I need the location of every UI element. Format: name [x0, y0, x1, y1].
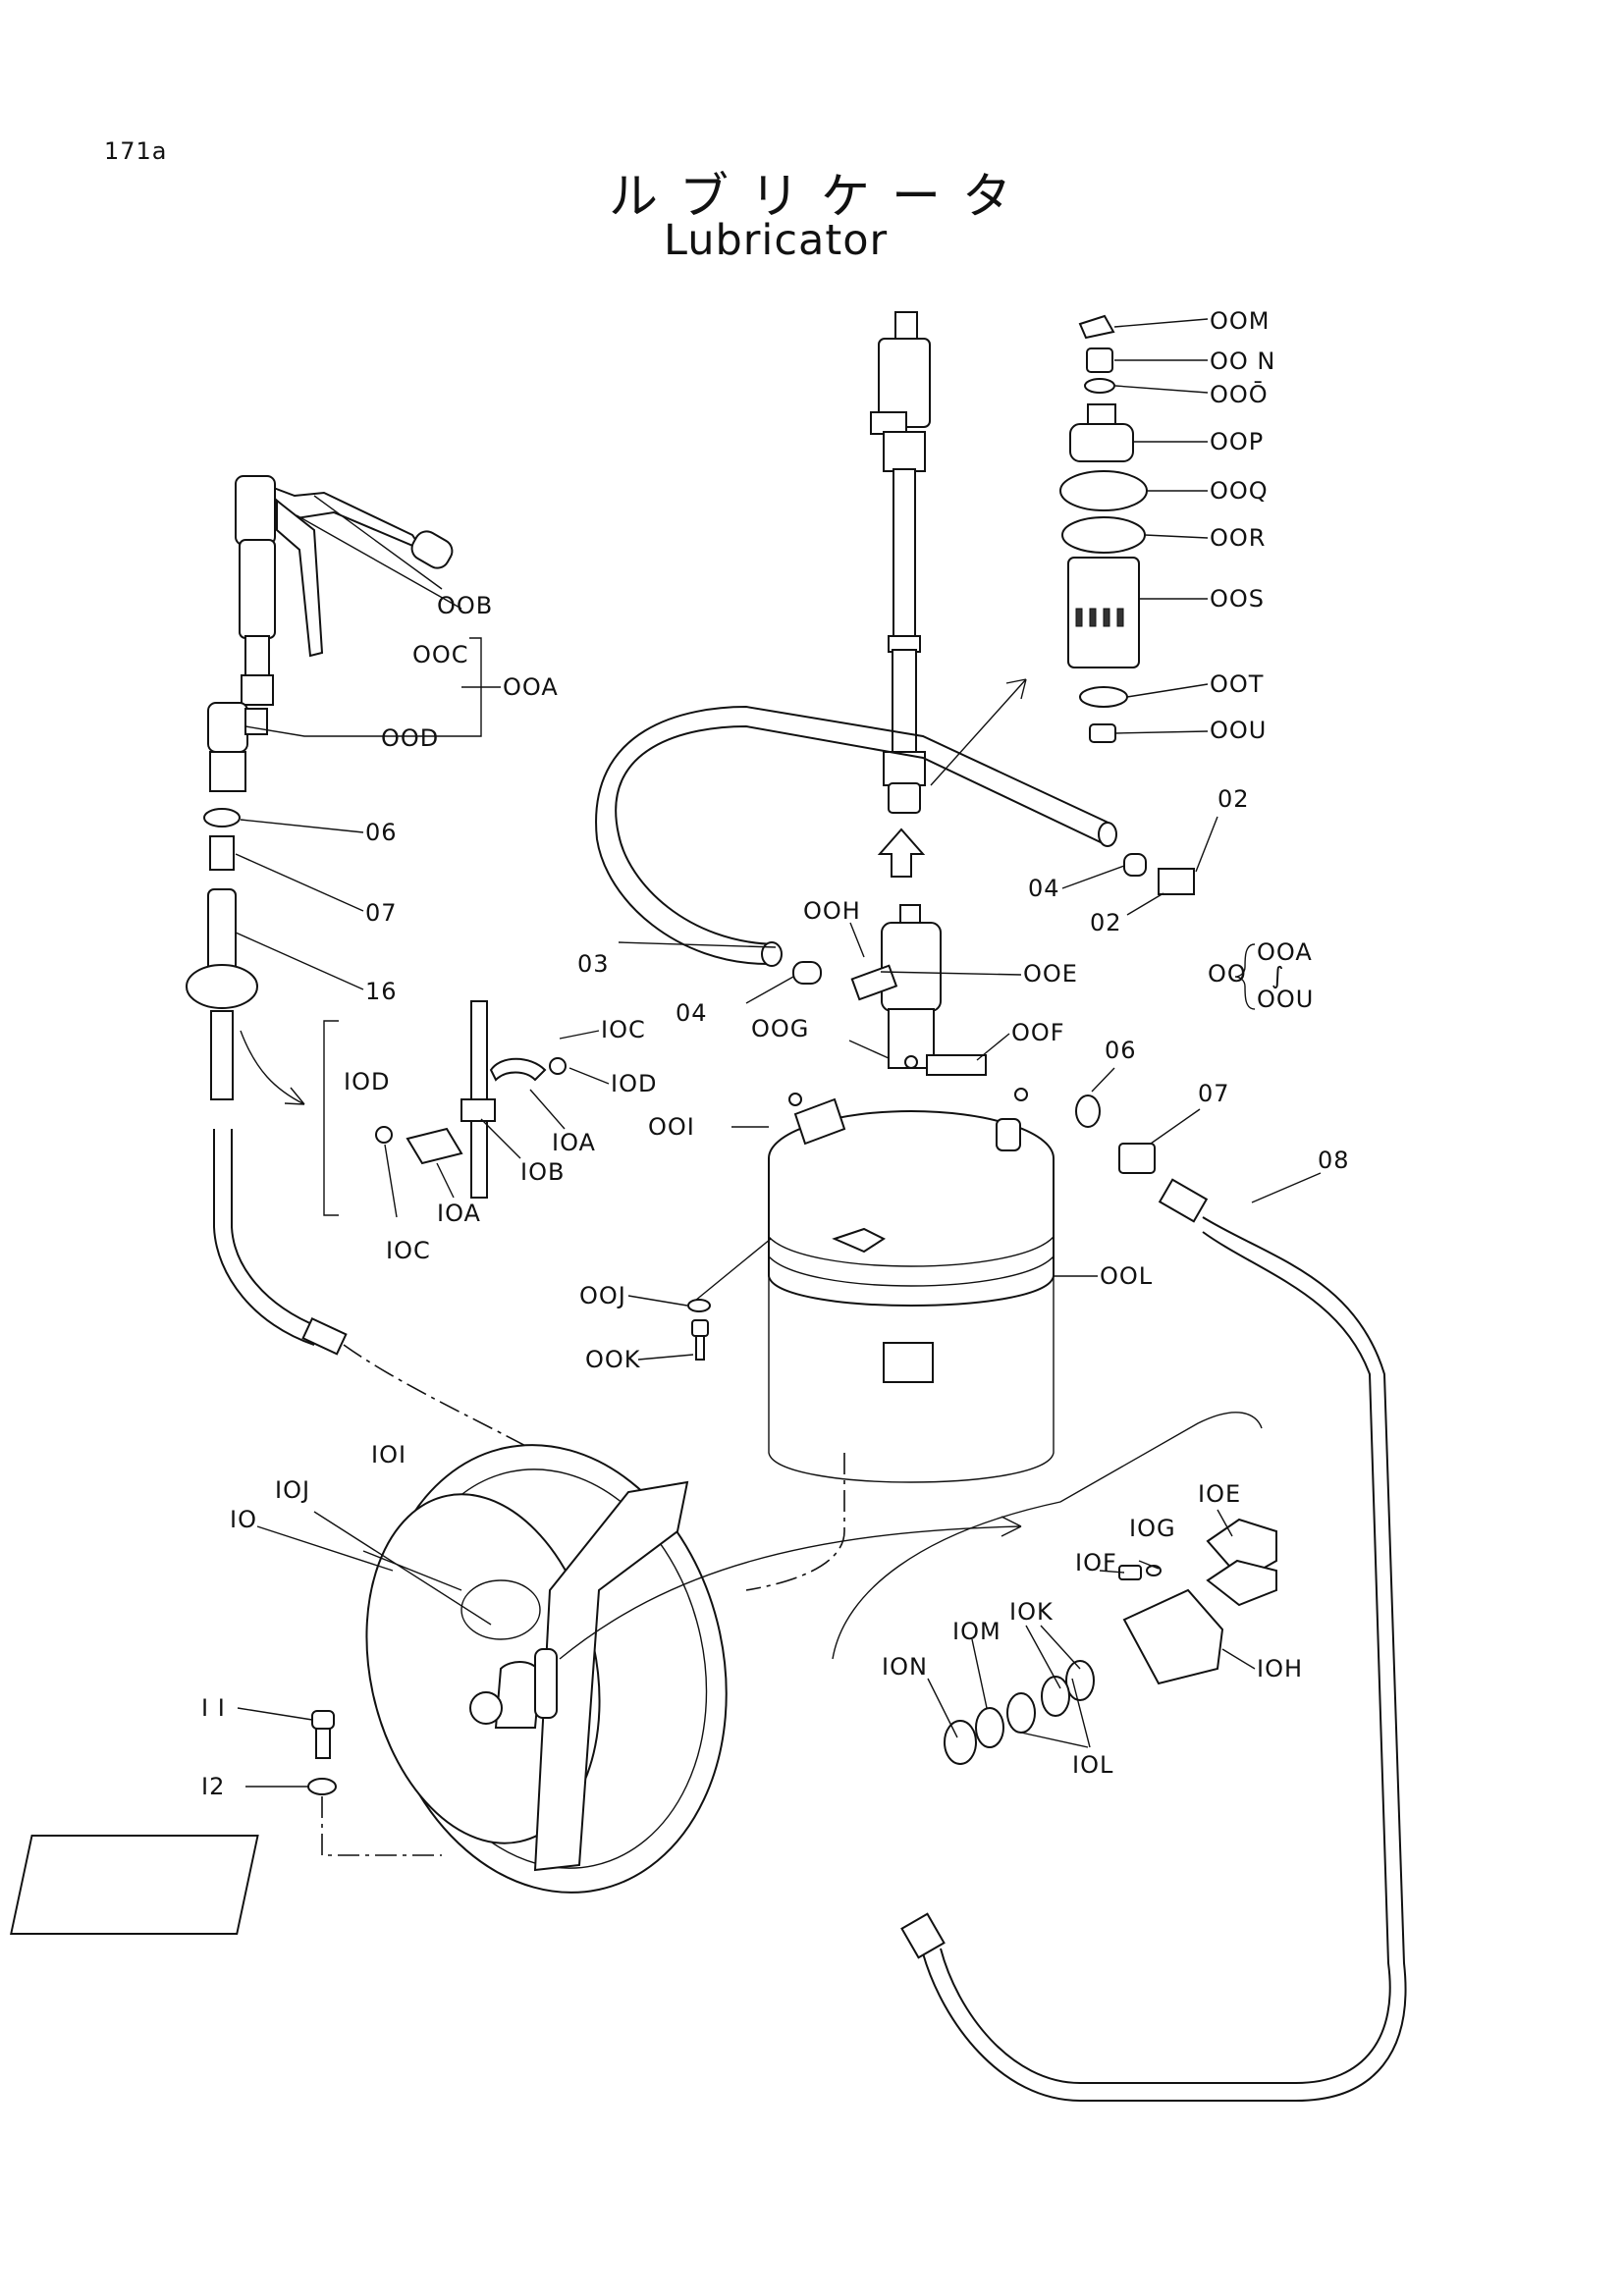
filter-stack	[1059, 314, 1148, 743]
clamp-bracket	[323, 1020, 339, 1216]
pump-rod-assembly	[870, 311, 931, 814]
callout-04-lower: 04	[676, 999, 708, 1027]
hose-03	[615, 724, 1106, 945]
callout-10D-left: IOD	[344, 1068, 390, 1095]
clamp-04-lower	[792, 961, 822, 985]
expand-arrow	[930, 678, 1027, 786]
callout-00J: OOJ	[579, 1282, 626, 1309]
callout-10B: IOB	[520, 1158, 565, 1186]
callout-00G: OOG	[751, 1015, 809, 1042]
callout-07-left: 07	[365, 899, 398, 927]
callout-00F: OOF	[1011, 1019, 1065, 1046]
callout-00D: OOD	[381, 724, 439, 752]
assembly-note-from: OOA	[1257, 938, 1313, 966]
callout-06-right: 06	[1105, 1037, 1137, 1064]
seal-06-right	[1075, 1095, 1101, 1128]
callout-07-right: 07	[1198, 1080, 1230, 1107]
callout-10J: IOJ	[275, 1476, 310, 1504]
callout-03: 03	[577, 950, 610, 978]
callout-10C-lower: IOC	[386, 1237, 431, 1264]
assembly-note-range: ∫	[1271, 962, 1285, 989]
callout-10G: IOG	[1129, 1515, 1176, 1542]
callout-10L: IOL	[1072, 1751, 1113, 1779]
adapter-07-right	[1118, 1143, 1156, 1174]
hose-08	[922, 1216, 1407, 2102]
hose-reel	[10, 1444, 728, 1935]
callout-10: IO	[230, 1506, 257, 1533]
title-english: Lubricator	[664, 216, 889, 265]
callout-00P: OOP	[1210, 428, 1264, 455]
callout-00S: OOS	[1210, 585, 1265, 613]
callout-00H: OOH	[803, 897, 861, 925]
pail-pump	[768, 904, 1055, 1483]
callout-06-left: 06	[365, 819, 398, 846]
callout-00C: OOC	[412, 641, 469, 668]
callout-00K: OOK	[585, 1346, 641, 1373]
curved-arrow	[240, 1030, 305, 1105]
callout-04-upper: 04	[1028, 875, 1060, 902]
callout-10N: ION	[882, 1653, 928, 1681]
clamp-04-upper	[1123, 853, 1147, 877]
callout-00M: OOM	[1210, 307, 1271, 335]
insert-arrow	[877, 828, 926, 878]
callout-00O: OOŌ	[1210, 380, 1269, 408]
callout-10I: IOI	[371, 1441, 406, 1468]
callout-00L: OOL	[1100, 1262, 1153, 1290]
callout-08: 08	[1318, 1147, 1350, 1174]
title-japanese: ルブリケータ	[609, 168, 1033, 225]
page-code: 171a	[104, 137, 168, 165]
callout-11: I I	[201, 1694, 226, 1722]
callout-00A: OOA	[503, 673, 559, 701]
callout-00N: OO N	[1210, 347, 1275, 375]
seal-06-left	[203, 808, 241, 828]
callout-10M: IOM	[952, 1618, 1001, 1645]
gun-hose	[213, 1129, 320, 1346]
callout-00E: OOE	[1023, 960, 1078, 988]
callout-16: 16	[365, 978, 398, 1005]
callout-02-lower: 02	[1090, 909, 1122, 936]
callout-10D-right: IOD	[611, 1070, 657, 1097]
callout-00U: OOU	[1210, 717, 1267, 744]
assembly-note-to: OOU	[1257, 986, 1314, 1013]
callout-00Q: OOQ	[1210, 477, 1269, 505]
callout-10E: IOE	[1198, 1480, 1241, 1508]
callout-10H: IOH	[1257, 1655, 1303, 1682]
callout-10C-upper: IOC	[601, 1016, 646, 1043]
adapter-07-left	[209, 835, 235, 871]
callout-12: I2	[201, 1773, 225, 1800]
grease-gun	[207, 475, 454, 792]
callout-02-upper: 02	[1217, 785, 1250, 813]
callout-10A-right: IOA	[552, 1129, 596, 1156]
swivel-bracket	[832, 1412, 1263, 1660]
adapter-02	[1158, 868, 1195, 895]
callout-00R: OOR	[1210, 524, 1266, 552]
assembly-note-prefix: OO	[1208, 960, 1247, 988]
callout-10F: IOF	[1075, 1549, 1117, 1576]
callout-00I: OOI	[648, 1113, 695, 1141]
callout-00T: OOT	[1210, 670, 1264, 698]
callout-10K: IOK	[1009, 1598, 1054, 1626]
callout-10A-left: IOA	[437, 1200, 481, 1227]
filter-leaders	[1113, 318, 1209, 734]
callout-00B: OOB	[437, 592, 493, 619]
